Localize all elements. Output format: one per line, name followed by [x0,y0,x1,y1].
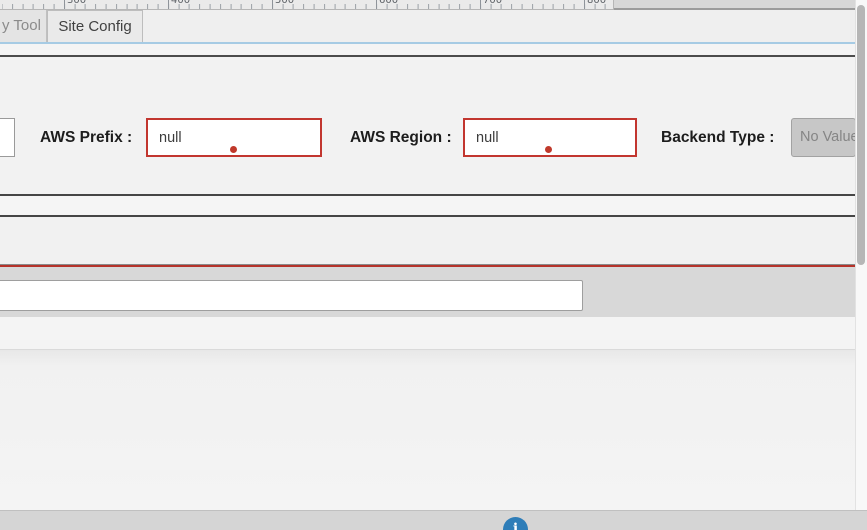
ruler-label: 700 [483,0,503,6]
scrollbar-thumb[interactable] [857,5,865,265]
aws-prefix-label: AWS Prefix : [40,129,133,146]
top-toolbar-strip [614,0,855,10]
ruler-major-tick [584,0,585,9]
ruler-label: 300 [67,0,87,6]
text-input[interactable] [0,280,583,311]
ruler-minor-ticks [0,4,613,9]
ruler-major-tick [480,0,481,9]
status-bar [0,510,867,530]
cutoff-input[interactable] [0,118,15,157]
red-divider-line [0,265,855,267]
tab-query-tool[interactable]: y Tool [0,10,47,42]
ruler-major-tick [64,0,65,9]
backend-type-value: No Value [800,129,856,145]
ruler-major-tick [168,0,169,9]
tab-label: y Tool [2,17,41,34]
tab-site-config[interactable]: Site Config [47,10,143,42]
section-divider [0,215,855,217]
ruler-label: 400 [171,0,191,6]
tab-bar: y Tool Site Config [0,10,855,42]
section-band [0,217,855,264]
ruler-label: 500 [275,0,295,6]
divider-line [0,264,855,265]
content-panel [0,350,855,510]
info-icon-glyph: i [512,521,519,530]
error-dot-icon [230,146,237,153]
collapsed-row [0,196,855,215]
config-section [0,57,855,194]
tab-label: Site Config [58,18,132,35]
backend-type-label: Backend Type : [661,129,775,146]
ruler-major-tick [376,0,377,9]
ruler-label: 800 [587,0,607,6]
ruler-major-tick [272,0,273,9]
spacer-band [0,44,855,55]
aws-region-label: AWS Region : [350,129,452,146]
backend-type-select[interactable]: No Value [791,118,856,157]
error-dot-icon [545,146,552,153]
tab-underline [0,42,855,44]
info-icon[interactable]: i [503,517,528,530]
section-divider [0,55,855,57]
ruler-label: 600 [379,0,399,6]
spacer-band [0,317,855,350]
horizontal-ruler: 300 400 500 600 700 800 [0,0,614,10]
section-divider [0,194,855,196]
